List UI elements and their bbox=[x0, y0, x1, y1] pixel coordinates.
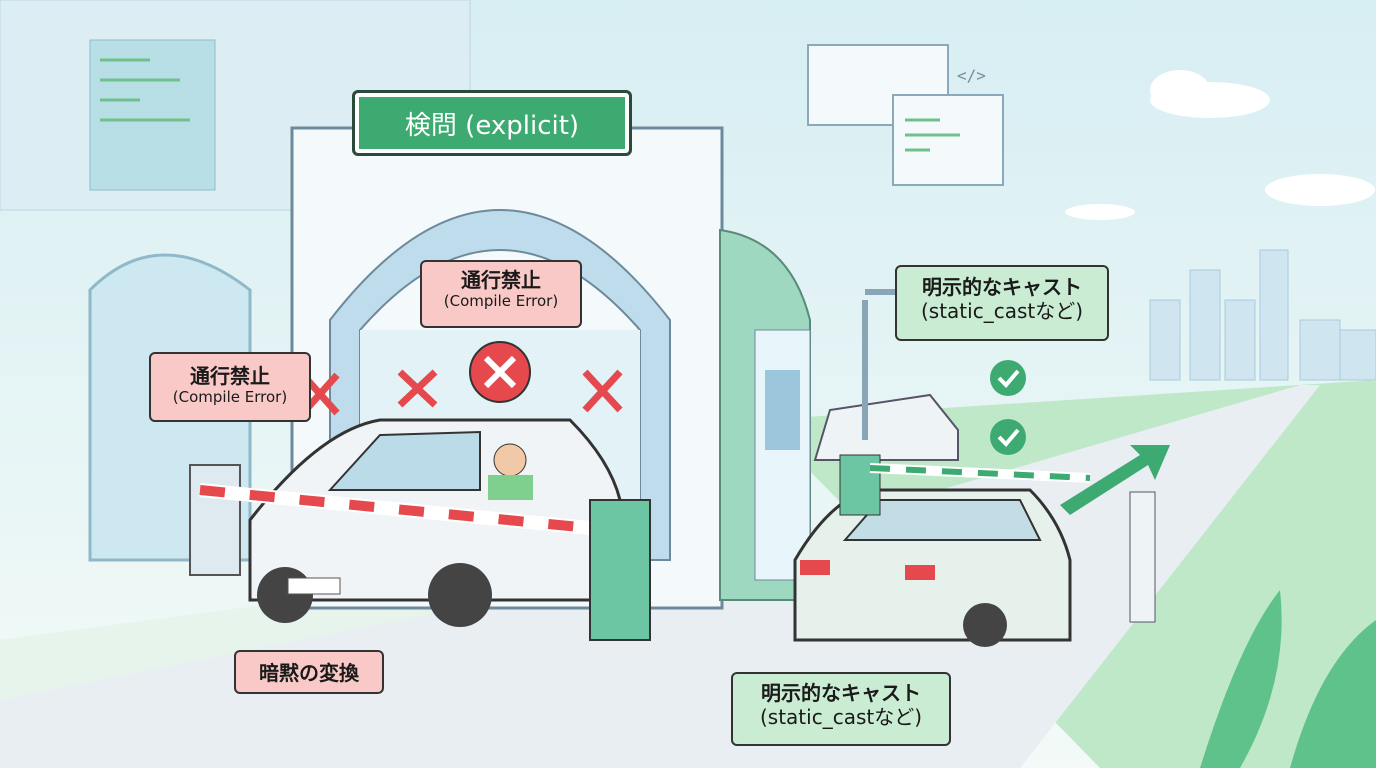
label-main: 明示的なキャスト bbox=[761, 681, 921, 705]
city-skyline bbox=[1149, 249, 1376, 381]
checkpoint-sign: 検問 (explicit) bbox=[352, 90, 632, 156]
label-sub: (Compile Error) bbox=[443, 292, 559, 310]
error-circle-icon bbox=[469, 341, 531, 403]
code-windows bbox=[807, 44, 1004, 186]
car-far bbox=[813, 393, 959, 461]
arrow-go-icon bbox=[1060, 445, 1170, 515]
error-label-center: 通行禁止 (Compile Error) bbox=[420, 260, 582, 328]
plant bbox=[1200, 590, 1376, 768]
clouds bbox=[1065, 70, 1375, 220]
code-symbol: </> bbox=[957, 66, 986, 85]
label-main: 通行禁止 bbox=[190, 364, 270, 388]
check-circle-icon bbox=[990, 419, 1026, 455]
barrier-open bbox=[839, 454, 1091, 516]
label-sub: (Compile Error) bbox=[172, 388, 288, 406]
label-main: 通行禁止 bbox=[461, 268, 541, 292]
explicit-cast-label-bottom: 明示的なキャスト (static_castなど) bbox=[731, 672, 951, 746]
label-sub: (static_castなど) bbox=[759, 705, 923, 729]
label-main: 明示的なキャスト bbox=[922, 275, 1082, 299]
check-circle-icon bbox=[990, 360, 1026, 396]
implicit-conversion-label: 暗黙の変換 bbox=[234, 650, 384, 694]
barrier-closed bbox=[189, 464, 651, 641]
code-screen bbox=[89, 39, 216, 191]
car-explicit bbox=[793, 488, 1072, 647]
error-label-left: 通行禁止 (Compile Error) bbox=[149, 352, 311, 422]
signal-post bbox=[1129, 491, 1156, 623]
explicit-cast-label-top: 明示的なキャスト (static_castなど) bbox=[895, 265, 1109, 341]
label-sub: (static_castなど) bbox=[920, 299, 1084, 323]
